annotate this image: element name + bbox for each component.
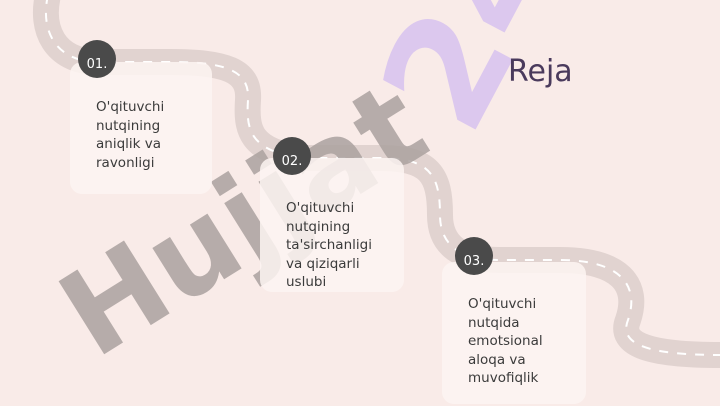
slide-title: Reja [508,54,573,89]
step-2-badge: 02. [273,137,311,175]
step-3-card [442,262,586,404]
step-2-card [260,158,404,292]
step-1-badge: 01. [78,40,116,78]
step-3-badge: 03. [455,237,493,275]
step-1-text: O'qituvchi nutqining aniqlik va ravonlig… [96,99,165,171]
step-2-text: O'qituvchi nutqining ta'sirchanligi va q… [286,200,372,290]
step-3-text: O'qituvchi nutqida emotsional aloqa va m… [468,296,543,386]
step-1-card [70,62,212,194]
